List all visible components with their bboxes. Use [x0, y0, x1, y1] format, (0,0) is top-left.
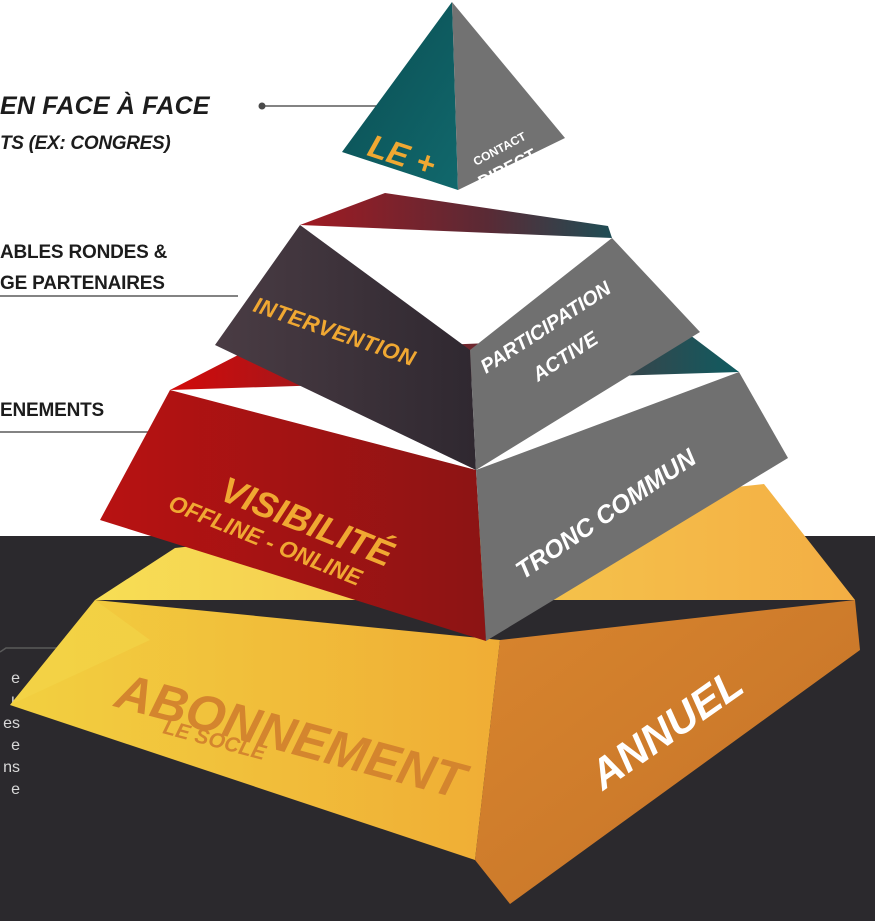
- tier2-front-face: [100, 390, 486, 641]
- callout-evenements: ENEMENTS: [0, 400, 104, 421]
- tier4-front-face: [342, 2, 458, 190]
- tier4-side-face: [452, 2, 565, 190]
- tier-le-plus: [342, 2, 565, 190]
- description-line: e: [11, 781, 20, 799]
- callout-tables-rondes: ABLES RONDES &: [0, 242, 168, 263]
- tier1-side-face: [475, 600, 860, 904]
- description-line: e: [11, 670, 20, 687]
- callout-face-a-face: EN FACE À FACE: [0, 92, 210, 120]
- description-line: es: [3, 714, 20, 732]
- tier3-side-face: [470, 238, 700, 470]
- tier2-side-face: [476, 372, 788, 641]
- description-line: e: [11, 736, 20, 754]
- tier3-top-face: [300, 193, 612, 238]
- tier-intervention: [215, 193, 700, 470]
- tier3-front-face: [215, 225, 476, 470]
- description-line: ns: [3, 759, 20, 777]
- callout-partenaires: GE PARTENAIRES: [0, 273, 165, 294]
- tier1-front-face: [10, 600, 500, 860]
- callout-evenements-congres: TS (EX: CONGRES): [0, 133, 171, 154]
